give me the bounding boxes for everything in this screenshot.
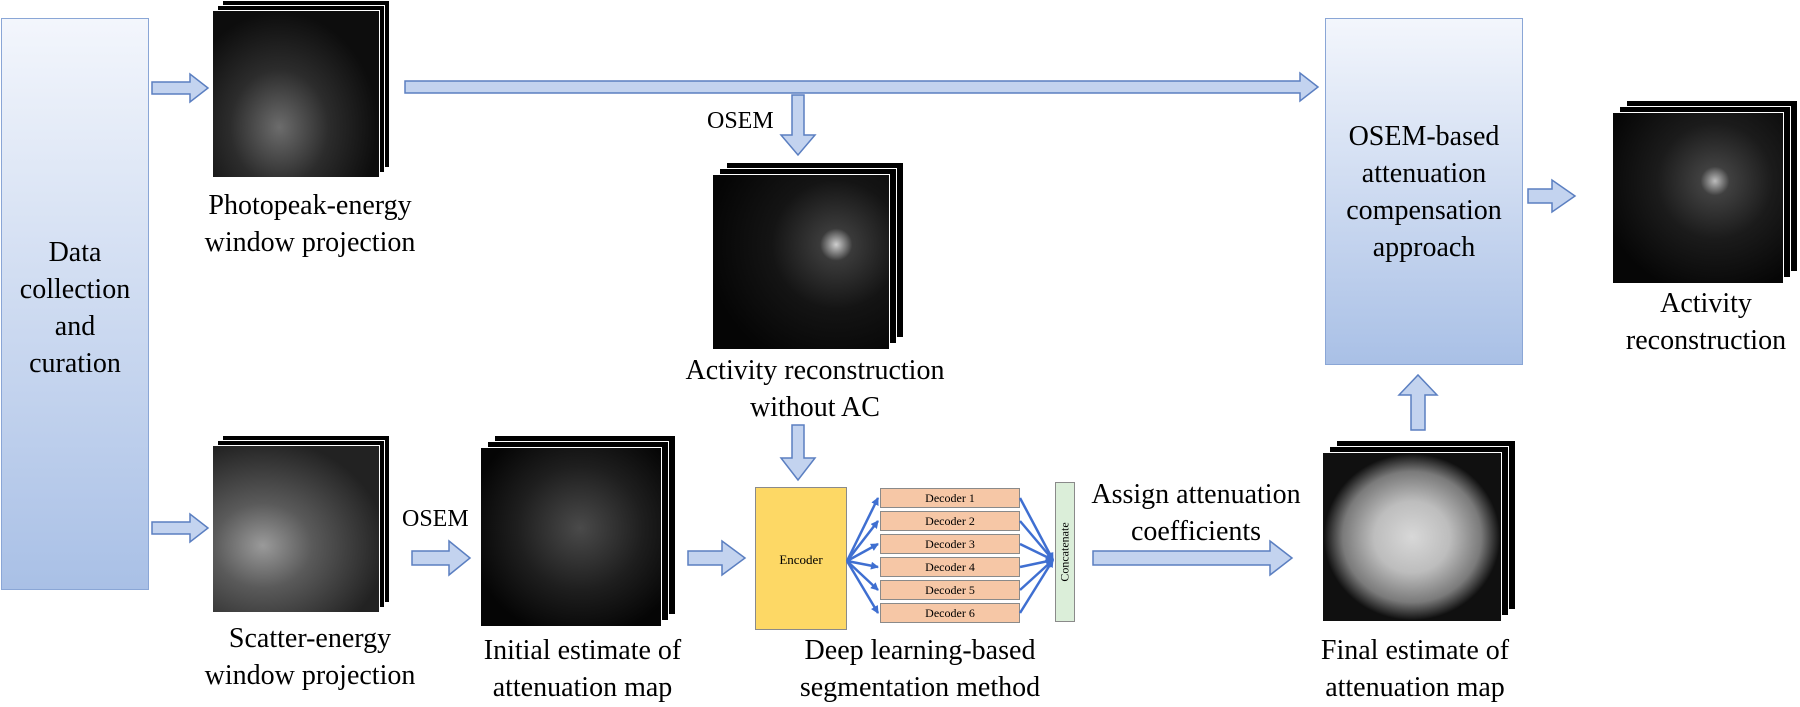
fan-decoder-3-concat [1019,542,1054,562]
final-map-caption-line-1: Final estimate of [1320,635,1510,666]
scatter-caption: Scatter-energy window projection [175,620,445,694]
initial-map-caption: Initial estimate of attenuation map [455,632,710,706]
scatter-projection-image [212,435,392,615]
osem-label-bottom: OSEM [402,506,469,532]
activity-no-ac-caption-line-2: without AC [750,392,880,423]
fan-encoder-decoder-3 [846,542,879,563]
scatter-caption-line-1: Scatter-energy [228,623,392,654]
encoder-block: Encoder [755,487,847,630]
initial-map-caption-line-2: attenuation map [492,672,673,703]
activity-no-ac-caption: Activity reconstruction without AC [655,352,975,426]
final-map-caption: Final estimate of attenuation map [1290,632,1540,706]
final-map-caption-line-2: attenuation map [1325,672,1505,703]
arrow-concatenate-to-final [1092,539,1294,577]
fan-encoder-decoder-2 [846,520,879,562]
arrow-initial-to-encoder [687,539,747,577]
final-attenuation-map-image [1322,440,1518,625]
fan-decoder-1-concat [1018,497,1055,561]
scatter-caption-line-2: window projection [204,660,416,691]
decoder-1: Decoder 1 [880,488,1020,508]
arrow-photopeak-to-osem-box [404,71,1320,103]
arrow-data-to-photopeak [151,72,210,104]
decoder-3: Decoder 3 [880,534,1020,554]
deep-learning-caption-line-2: segmentation method [799,672,1041,703]
data-collection-box: Data collection and curation [1,18,149,590]
decoder-4: Decoder 4 [880,557,1020,577]
deep-learning-caption: Deep learning-based segmentation method [770,632,1070,706]
data-collection-line-2: collection [19,274,131,305]
fan-encoder-decoder-1 [845,497,880,562]
fan-encoder-decoder-5 [846,560,879,591]
arrow-osem-down-to-activity [779,94,817,157]
activity-no-ac-image [712,162,906,352]
activity-reconstruction-caption: Activity reconstruction [1612,285,1800,359]
arrow-data-to-scatter [151,512,210,544]
concatenate-block: Concatenate [1055,482,1075,622]
data-collection-line-1: Data [48,237,102,268]
osem-box-line-4: approach [1372,232,1476,263]
photopeak-caption: Photopeak-energy window projection [175,187,445,261]
fan-encoder-decoder-4 [846,559,879,570]
initial-attenuation-map-image [480,435,678,630]
photopeak-projection-image [212,0,392,180]
photopeak-caption-line-1: Photopeak-energy [208,190,412,221]
decoder-5: Decoder 5 [880,580,1020,600]
encoder-label: Encoder [779,552,823,567]
data-collection-line-3: and [54,311,96,342]
data-collection-line-4: curation [29,348,121,379]
assign-line-1: Assign attenuation [1091,479,1301,510]
decoder-2: Decoder 2 [880,511,1020,531]
arrow-final-up-to-osem-box [1397,373,1439,431]
fan-decoder-6-concat [1018,559,1055,614]
osem-box-line-2: attenuation [1361,158,1487,189]
initial-map-caption-line-1: Initial estimate of [483,635,682,666]
osem-label-top: OSEM [707,108,774,134]
arrow-activity-to-encoder [779,424,817,482]
osem-box-line-1: OSEM-based [1348,121,1500,152]
activity-recon-caption-line-2: reconstruction [1625,325,1787,356]
assign-line-2: coefficients [1130,516,1262,547]
assign-coefficients-label: Assign attenuation coefficients [1076,476,1316,550]
fan-encoder-decoder-6 [845,560,880,614]
deep-learning-caption-line-1: Deep learning-based [804,635,1036,666]
osem-compensation-box: OSEM-based attenuation compensation appr… [1325,18,1523,365]
osem-box-line-3: compensation [1346,195,1502,226]
photopeak-caption-line-2: window projection [204,227,416,258]
arrow-scatter-to-initial [411,539,472,577]
activity-reconstruction-image [1612,100,1800,288]
arrow-osem-box-to-activity-recon [1527,178,1577,214]
activity-no-ac-caption-line-1: Activity reconstruction [685,355,945,386]
activity-recon-caption-line-1: Activity [1660,288,1752,319]
decoder-6: Decoder 6 [880,603,1020,623]
